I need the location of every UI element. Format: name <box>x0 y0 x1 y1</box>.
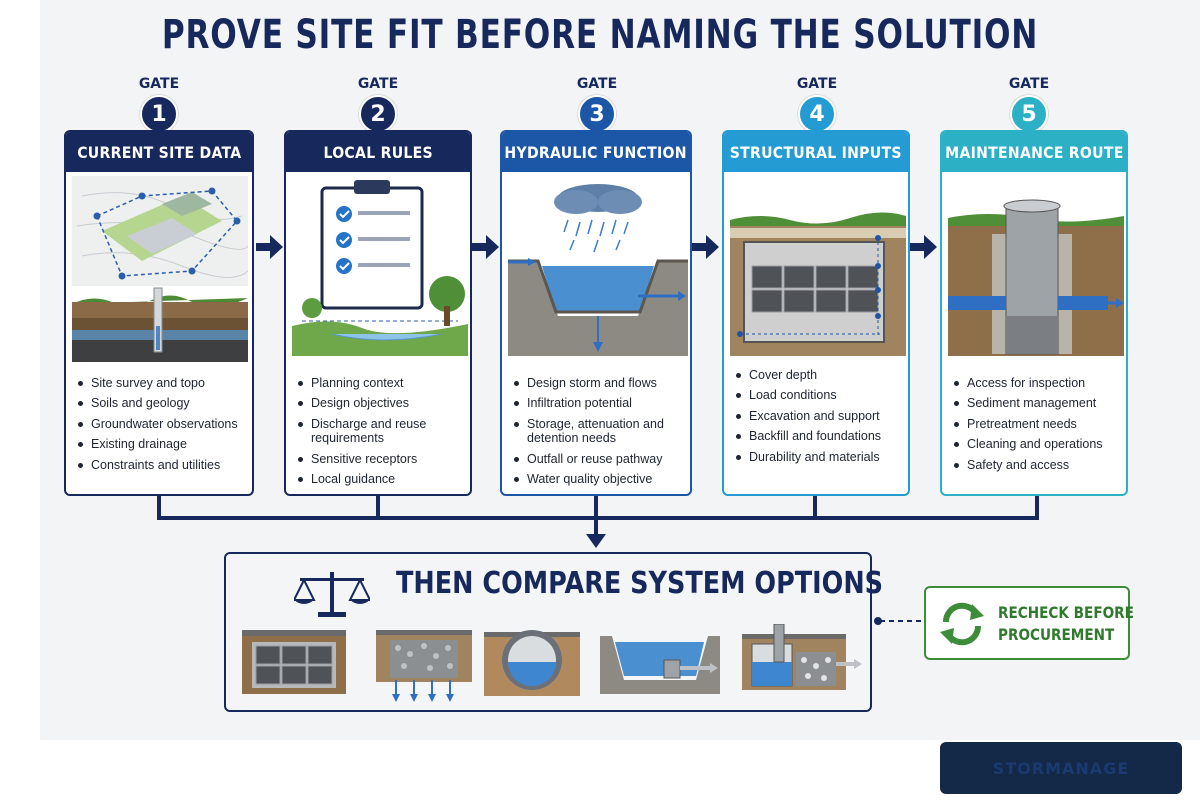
gate-number-1: 1 <box>140 95 178 133</box>
recheck-link-line <box>874 617 924 625</box>
panel-header: CURRENT SITE DATA <box>66 132 252 172</box>
arrow-right-icon <box>692 235 719 259</box>
list-item: Design storm and flows <box>512 376 684 390</box>
list-item: Planning context <box>296 376 464 390</box>
gate-3-list: Design storm and flows Infiltration pote… <box>512 376 684 492</box>
panel-header: STRUCTURAL INPUTS <box>724 132 908 172</box>
list-item: Discharge and reuse requirements <box>296 417 464 446</box>
panel-title: CURRENT SITE DATA <box>76 142 242 162</box>
panel-title: STRUCTURAL INPUTS <box>729 142 903 162</box>
list-item: Groundwater observations <box>76 417 246 431</box>
list-item: Water quality objective <box>512 472 684 486</box>
panel-title: HYDRAULIC FUNCTION <box>504 142 688 162</box>
gate-5-list: Access for inspection Sediment managemen… <box>952 376 1120 478</box>
list-item: Excavation and support <box>734 409 902 423</box>
list-item: Cleaning and operations <box>952 437 1120 451</box>
compare-options-panel: THEN COMPARE SYSTEM OPTIONS <box>224 552 883 712</box>
list-item: Cover depth <box>734 368 902 382</box>
list-item: Existing drainage <box>76 437 246 451</box>
connector-lines <box>157 496 1039 548</box>
infiltration-trench-icon <box>376 630 472 702</box>
arrow-right-icon <box>910 235 937 259</box>
list-item: Outfall or reuse pathway <box>512 452 684 466</box>
gate-panel-current-site-data: CURRENT SITE DATA Site survey and topo S… <box>64 130 254 496</box>
list-item: Local guidance <box>296 472 464 486</box>
compare-title: THEN COMPARE SYSTEM OPTIONS <box>396 566 884 601</box>
gate-number-5: 5 <box>1010 95 1048 133</box>
gate-panel-structural-inputs: STRUCTURAL INPUTS Cover depth Load condi… <box>722 130 910 496</box>
panel-title: MAINTENANCE ROUTE <box>944 142 1124 162</box>
gate-number-4: 4 <box>798 95 836 133</box>
gate-panel-local-rules: LOCAL RULES Planning context Design obje… <box>284 130 472 496</box>
recheck-before-procurement-box: RECHECK BEFORE PROCUREMENT <box>924 586 1134 660</box>
list-item: Durability and materials <box>734 450 902 464</box>
refresh-cycle-icon <box>940 602 984 646</box>
recheck-label: RECHECK BEFORE PROCUREMENT <box>998 602 1134 647</box>
list-item: Sensitive receptors <box>296 452 464 466</box>
gate-label-2: GATE <box>357 76 399 92</box>
page-title: PROVE SITE FIT BEFORE NAMING THE SOLUTIO… <box>161 12 1039 58</box>
detention-basin-icon <box>600 636 720 694</box>
crate-structure-illustration <box>730 212 906 356</box>
list-item: Infiltration potential <box>512 396 684 410</box>
panel-header: MAINTENANCE ROUTE <box>942 132 1126 172</box>
pipe-storage-icon <box>484 630 580 696</box>
gate-2-list: Planning context Design objectives Disch… <box>296 376 464 492</box>
list-item: Design objectives <box>296 396 464 410</box>
gate-label-4: GATE <box>796 76 838 92</box>
basin-rain-illustration <box>508 184 688 356</box>
list-item: Constraints and utilities <box>76 458 246 472</box>
gate-1-list: Site survey and topo Soils and geology G… <box>76 376 246 478</box>
recheck-line-2: PROCUREMENT <box>998 625 1115 645</box>
clipboard-illustration <box>292 180 468 356</box>
gate-label-5: GATE <box>1008 76 1050 92</box>
list-item: Safety and access <box>952 458 1120 472</box>
list-item: Pretreatment needs <box>952 417 1120 431</box>
gate-4-list: Cover depth Load conditions Excavation a… <box>734 368 902 470</box>
list-item: Access for inspection <box>952 376 1120 390</box>
arrow-right-icon <box>256 235 283 259</box>
recheck-line-1: RECHECK BEFORE <box>998 603 1134 622</box>
site-survey-illustration <box>72 176 248 362</box>
treatment-tank-icon <box>742 624 862 690</box>
panel-header: LOCAL RULES <box>286 132 470 172</box>
gate-label-3: GATE <box>576 76 618 92</box>
gate-number-2: 2 <box>359 95 397 133</box>
panel-header: HYDRAULIC FUNCTION <box>502 132 690 172</box>
list-item: Storage, attenuation and detention needs <box>512 417 684 446</box>
brand-logo: STORMANAGE <box>940 742 1182 794</box>
panel-title: LOCAL RULES <box>323 142 433 162</box>
arrow-right-icon <box>472 235 499 259</box>
list-item: Soils and geology <box>76 396 246 410</box>
gate-panel-hydraulic-function: HYDRAULIC FUNCTION Design storm and flow… <box>500 130 692 496</box>
list-item: Backfill and foundations <box>734 429 902 443</box>
list-item: Site survey and topo <box>76 376 246 390</box>
manhole-chamber-illustration <box>948 199 1124 356</box>
list-item: Sediment management <box>952 396 1120 410</box>
gate-panel-maintenance-route: MAINTENANCE ROUTE Access for inspection … <box>940 130 1128 496</box>
balance-scale-icon <box>294 572 370 617</box>
list-item: Load conditions <box>734 388 902 402</box>
crate-system-icon <box>242 630 346 694</box>
gate-number-3: 3 <box>578 95 616 133</box>
gate-label-1: GATE <box>138 76 180 92</box>
